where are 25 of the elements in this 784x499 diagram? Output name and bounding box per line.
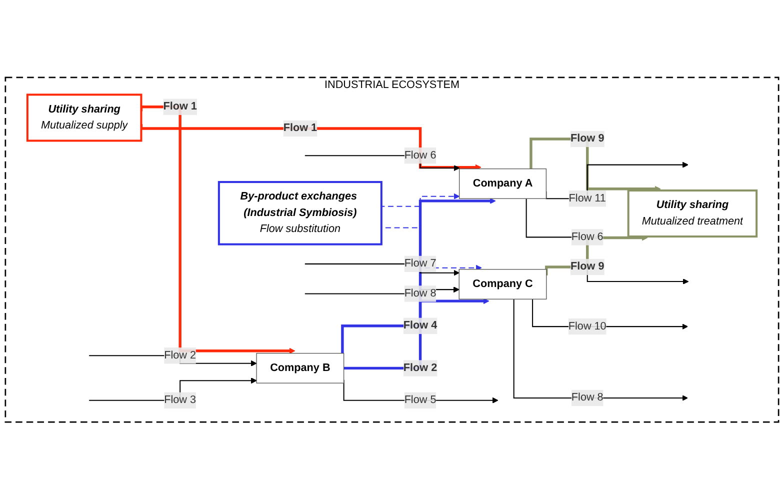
- utility-box: Utility sharing Mutualized supply: [26, 93, 142, 142]
- edge-label: Flow 10: [568, 318, 606, 334]
- edge-label: Flow 9: [570, 130, 604, 147]
- edge-label: Flow 6: [404, 147, 436, 164]
- arrow: [380, 193, 460, 208]
- edge-label: Flow 2: [164, 347, 196, 364]
- edge-label: Flow 7: [404, 256, 436, 272]
- edge-label: Flow 1: [163, 98, 197, 115]
- edge-label: Flow 4: [403, 318, 438, 334]
- edge-label: Flow 8: [571, 390, 604, 406]
- edge-label: Flow 8: [404, 285, 436, 302]
- company-box: Company C: [458, 268, 547, 300]
- edge-label: Flow 5: [404, 392, 436, 408]
- company-box: Company A: [458, 168, 547, 199]
- edge-label: Flow 3: [164, 392, 196, 408]
- utility-box: Utility sharing Mutualized treatment: [627, 189, 758, 238]
- edge-label: Flow 2: [403, 360, 438, 376]
- note-box: By-product exchanges (Industrial Symbiosis) Flow substitution: [218, 180, 382, 246]
- edge-label: Flow 9: [570, 258, 604, 275]
- arrow: [513, 298, 688, 401]
- edge-label: Flow 1: [283, 120, 318, 136]
- edge-label: Flow 6: [571, 228, 604, 246]
- company-box: Company B: [256, 352, 344, 384]
- edge-label: Flow 11: [568, 190, 606, 206]
- arrow: [530, 137, 661, 192]
